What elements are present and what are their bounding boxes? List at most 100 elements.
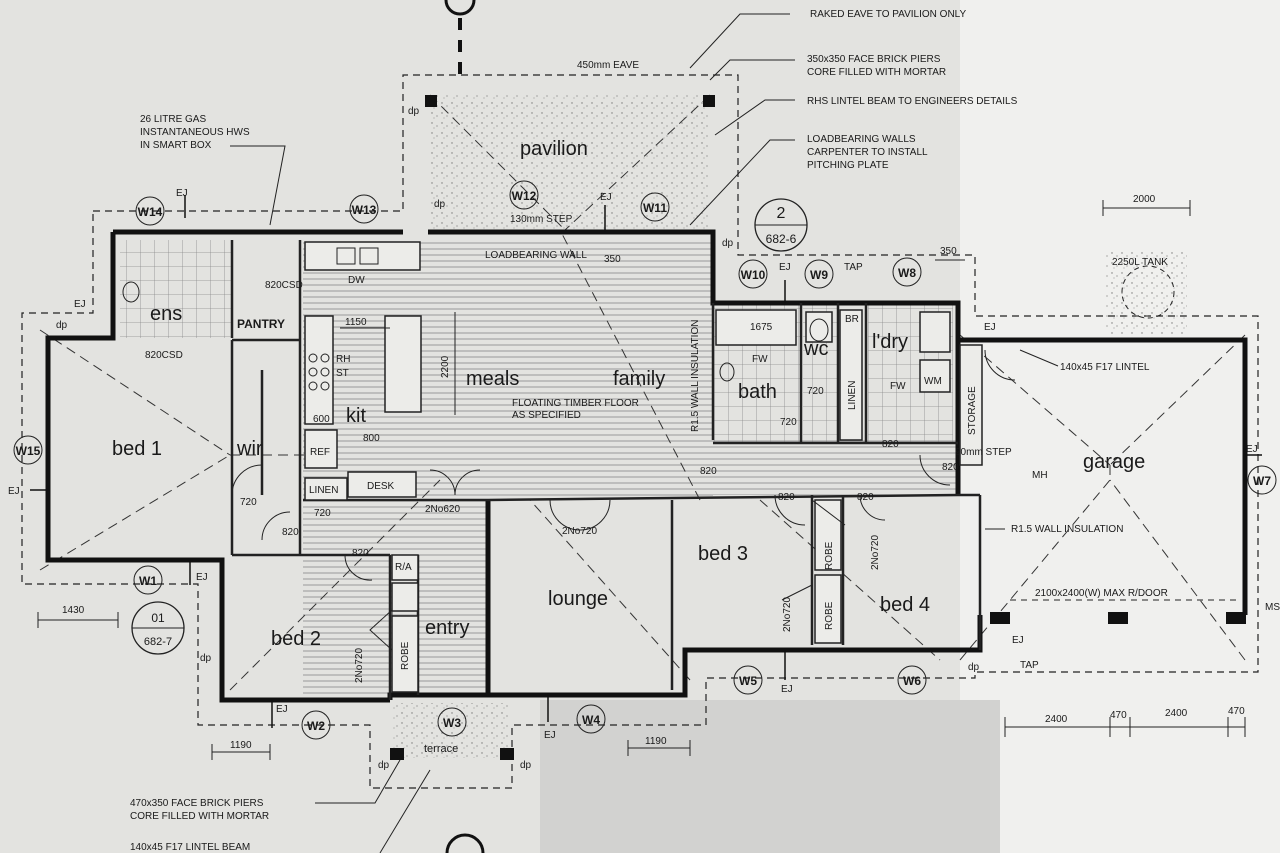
svg-text:W8: W8 [898,266,916,280]
sink-bowls [122,247,1175,382]
note-rhs-lintel: RHS LINTEL BEAM TO ENGINEERS DETAILS [807,96,1018,107]
label-dp-bed2: dp [200,653,212,664]
dim-1430: 1430 [62,605,85,616]
dim-820-hall: 820 [700,466,717,477]
label-wm: WM [924,376,942,387]
timber-floor-main [303,240,713,500]
label-robe-bed3: ROBE [824,541,835,570]
label-rh: RH [336,354,350,365]
label-ej-garage-bottom: EJ [1012,635,1024,646]
label-ej-w4: EJ [544,730,556,741]
label-dp-pav-b: dp [434,199,446,210]
note-hws-1: 26 LITRE GAS [140,114,206,125]
note-terrace-piers-2: CORE FILLED WITH MORTAR [130,811,269,822]
room-pantry: PANTRY [237,317,285,331]
room-ens: ens [150,303,182,325]
label-dp-bed1: dp [56,320,68,331]
dim-720-linen: 720 [314,508,331,519]
door-swings [231,349,1016,652]
room-entry: entry [425,617,469,639]
roof-hip-lines [39,94,1246,691]
label-robe-bed4: ROBE [824,601,835,630]
label-dp-terr-r: dp [520,760,532,771]
dim-720-wir: 720 [240,497,257,508]
dim-820-bed1: 820 [282,527,299,538]
svg-text:W10: W10 [741,268,766,282]
dim-2no720-bed2: 2No720 [354,648,365,683]
north-arrow-bottom [445,833,485,853]
window-tag-w3: W3 [437,707,467,737]
timber-floor-hall [713,440,958,495]
note-hws-3: IN SMART BOX [140,140,212,151]
note-step-90: 90mm STEP [955,447,1012,458]
label-ej-w1: EJ [196,572,208,583]
window-tag-w5: W5 [733,665,763,695]
garage-pier-left [990,612,1010,624]
paper-shadow [540,700,1000,853]
room-terrace: terrace [424,743,458,755]
note-lintel-garage: 140x45 F17 LINTEL [1060,362,1150,373]
dim-2000: 2000 [1133,194,1156,205]
room-bed2: bed 2 [271,628,321,650]
note-loadbearing-2: CARPENTER TO INSTALL [807,147,928,158]
leader-lines [230,13,1059,853]
room-wc: wc [803,338,828,360]
dim-350: 350 [940,246,957,257]
svg-text:W9: W9 [810,268,828,282]
note-wall-insul-vertical: R1.5 WALL INSULATION [690,320,701,432]
dim-470-right: 470 [1228,706,1245,717]
dim-820csd-kit: 820CSD [265,280,303,291]
label-fw-bath: FW [752,354,768,365]
note-terrace-lintel: 140x45 F17 LINTEL BEAM [130,842,250,853]
label-tap-bottom: TAP [1020,660,1039,671]
svg-text:01: 01 [151,611,165,625]
label-tap-top: TAP [844,262,863,273]
svg-text:W1: W1 [139,574,157,588]
label-linen-hall: LINEN [847,381,858,410]
tank-slab [1105,250,1187,335]
window-tag-w6: W6 [897,665,927,695]
dim-720-wc: 720 [807,386,824,397]
label-dp-terr-l: dp [378,760,390,771]
svg-text:W4: W4 [582,713,600,727]
label-ref: REF [310,447,330,458]
window-tag-w8: W8 [892,257,922,287]
ej-markers [30,195,1262,728]
room-garage: garage [1083,451,1145,473]
label-ej-garage: EJ [984,322,996,333]
note-eave: 450mm EAVE [577,60,639,71]
dim-2no720-bed3: 2No720 [782,597,793,632]
pavilion-slab [428,95,711,233]
note-terrace-piers-1: 470x350 FACE BRICK PIERS [130,798,264,809]
note-floor-2: AS SPECIFIED [512,410,581,421]
svg-text:682-6: 682-6 [766,232,797,246]
label-ej-pav: EJ [600,192,612,203]
window-tag-w13: W13 [349,194,379,224]
svg-text:W13: W13 [352,203,377,217]
dim-2400-left: 2400 [1045,714,1068,725]
svg-text:W15: W15 [16,444,41,458]
interior-walls [230,240,982,700]
note-floor-1: FLOATING TIMBER FLOOR [512,398,639,409]
label-ra: R/A [395,562,412,573]
label-ej-w5: EJ [781,684,793,695]
label-storage: STORAGE [967,386,978,435]
svg-text:W6: W6 [903,674,921,688]
dim-820-ldry: 820 [882,439,899,450]
cooktop [308,353,330,391]
label-ms: MS [1265,602,1280,613]
window-tag-w10: W10 [738,259,768,289]
dim-820-bed3: 820 [778,492,795,503]
label-ej-w7: EJ [1246,444,1258,455]
label-ej-left: EJ [8,486,20,497]
room-wir: wir [236,438,263,460]
brick-piers [390,95,715,760]
window-tag-w2: W2 [301,710,331,740]
section-ref-01: 01 682-7 [131,601,185,655]
note-step-130: 130mm STEP [510,214,573,225]
window-tag-w12: W12 [509,180,539,210]
room-lounge: lounge [548,588,608,610]
paper-highlight [960,0,1280,853]
room-meals: meals [466,368,519,390]
label-br: BR [845,314,859,325]
